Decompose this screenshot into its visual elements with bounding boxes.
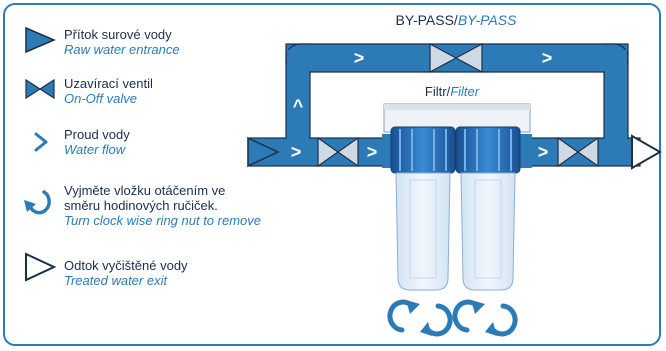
legend-flow-chevron-icon	[34, 132, 48, 152]
legend-rotate-arrow-icon	[24, 190, 51, 215]
bypass-up-chevron: ^	[293, 96, 304, 116]
main-flow-chevron-2: >	[367, 142, 378, 162]
legend-outlet-icon	[25, 252, 57, 282]
diagram-frame	[3, 3, 661, 346]
legend-inlet-icon	[25, 26, 56, 54]
legend-outlet-en: Treated water exit	[64, 273, 168, 288]
legend-valve-cz: Uzavírací ventil	[64, 76, 153, 91]
rotate-arrows-filter-2	[452, 299, 518, 337]
legend-valve-en: On-Off valve	[64, 91, 137, 106]
filter-housing-2	[455, 126, 521, 291]
legend-flow: Proud vody Water flow	[64, 127, 130, 157]
legend-valve: Uzavírací ventil On-Off valve	[64, 76, 153, 106]
filter-housing-1	[390, 126, 456, 291]
bypass-flow-chevron-1: >	[354, 48, 365, 68]
inlet-triangle-icon	[247, 136, 280, 168]
legend-inlet: Přítok surové vody Raw water entrance	[64, 27, 180, 57]
main-flow-chevron-3: >	[538, 142, 549, 162]
inlet-valve-icon	[317, 136, 359, 168]
bypass-label: BY-PASS/BY-PASS	[396, 12, 518, 28]
legend-inlet-en: Raw water entrance	[64, 42, 180, 57]
legend-inlet-cz: Přítok surové vody	[64, 27, 172, 42]
filter-label: Filtr/Filter	[425, 84, 480, 99]
legend-outlet-cz: Odtok vyčištěné vody	[64, 258, 188, 273]
bypass-flow-chevron-2: >	[542, 48, 553, 68]
bypass-valve-icon	[429, 42, 483, 74]
outlet-valve-icon	[557, 136, 599, 168]
legend-outlet: Odtok vyčištěné vody Treated water exit	[64, 258, 188, 288]
legend-flow-cz: Proud vody	[64, 127, 130, 142]
legend-valve-icon	[25, 78, 55, 100]
main-flow-chevron-1: >	[291, 142, 302, 162]
rotate-arrowheads	[406, 300, 497, 336]
legend-rotate-en: Turn clock wise ring nut to remove	[64, 213, 261, 228]
rotate-arrows-filter-1	[387, 299, 453, 337]
legend-flow-en: Water flow	[64, 142, 126, 157]
legend-rotate-cz-1: Vyjměte vložku otáčením ve	[64, 183, 226, 198]
legend-rotate-cz-2: směru hodinových ručiček.	[64, 198, 218, 213]
legend-rotate: Vyjměte vložku otáčením ve směru hodinov…	[64, 183, 261, 228]
outlet-triangle-icon	[631, 134, 663, 170]
